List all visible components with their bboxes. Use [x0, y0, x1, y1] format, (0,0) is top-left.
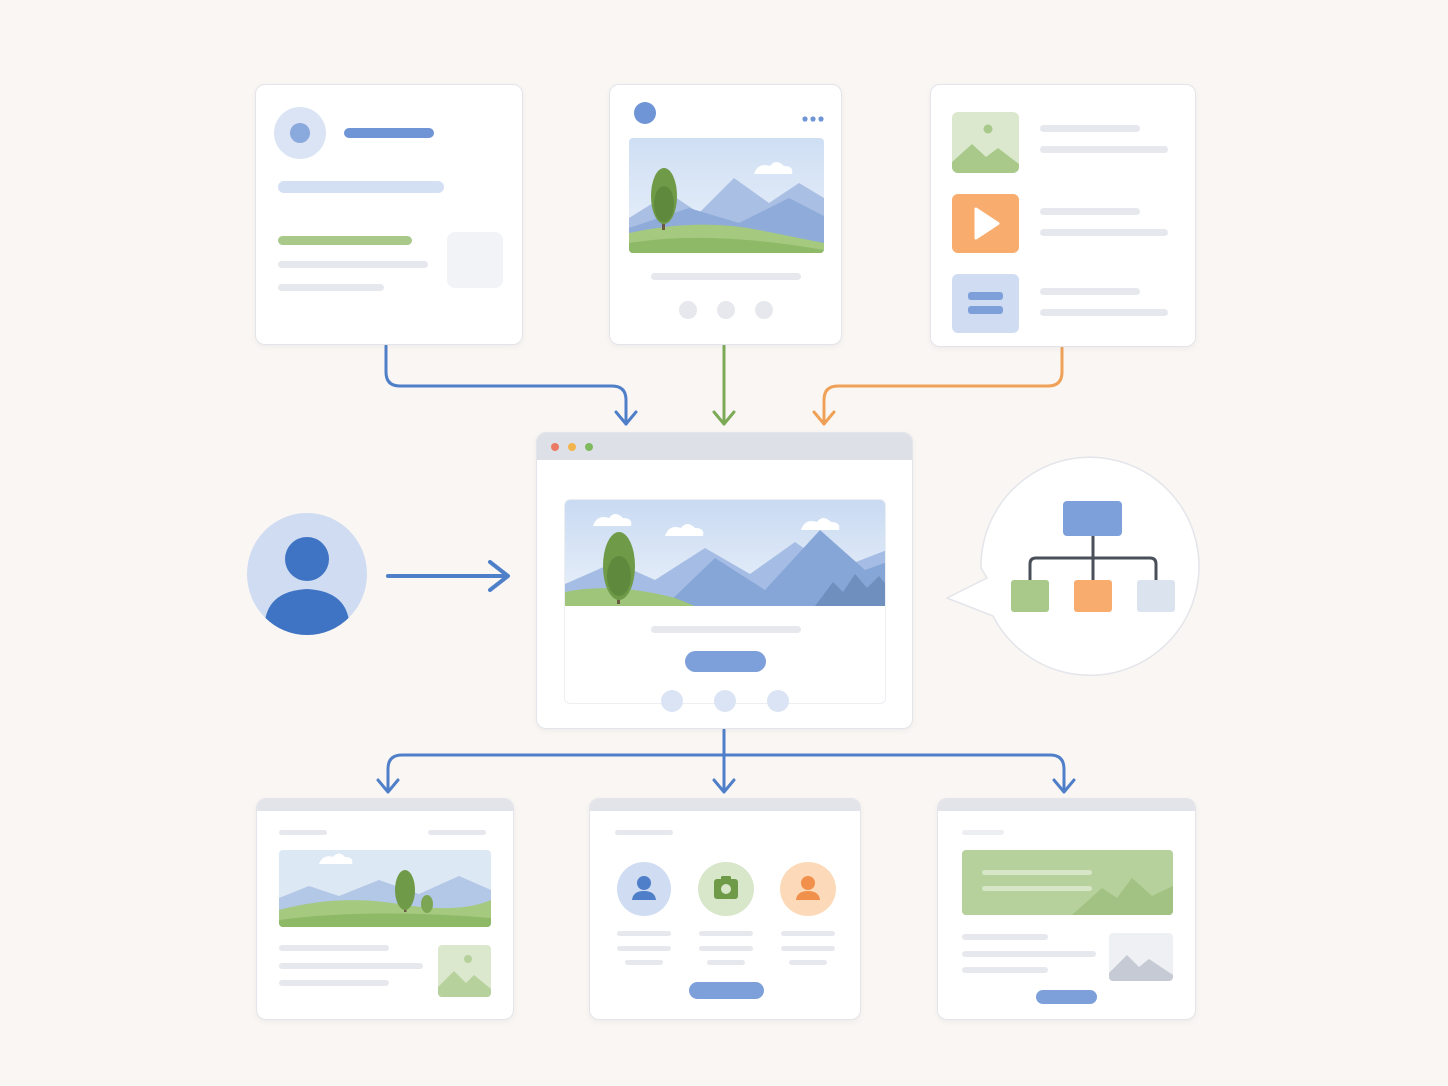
image-placeholder-icon [952, 112, 1019, 173]
arrowhead-right-to-center [812, 410, 836, 426]
arrowhead-middle-to-center [712, 410, 736, 426]
pagination-dot[interactable] [714, 690, 736, 712]
pagination-dot[interactable] [767, 690, 789, 712]
profile-text-line [699, 931, 753, 936]
carousel-dot[interactable] [755, 301, 773, 319]
user-avatar-icon [617, 862, 671, 916]
arrowhead-bottom-right [1052, 778, 1076, 794]
landing-cta-button[interactable] [1036, 990, 1097, 1004]
sitemap-bubble [945, 456, 1200, 678]
camera-icon [698, 862, 754, 916]
close-window-icon[interactable] [551, 443, 559, 451]
page-content-panel [564, 499, 886, 704]
avatar [274, 107, 326, 159]
nav-line [962, 830, 1004, 835]
image-placeholder-icon [1109, 933, 1173, 981]
arrowhead-bottom-middle [712, 778, 736, 794]
maximize-window-icon[interactable] [585, 443, 593, 451]
output-page-landing [937, 798, 1196, 1020]
image-placeholder-icon [438, 945, 491, 997]
profile-text-line [707, 960, 745, 965]
browser-title-bar [537, 433, 912, 460]
document-icon [952, 274, 1019, 333]
banner-panel [962, 850, 1173, 915]
media-list-card [930, 84, 1196, 347]
play-icon[interactable] [952, 194, 1019, 253]
caption-line [651, 273, 801, 280]
list-text-line [1040, 309, 1168, 316]
user-avatar-icon [780, 862, 836, 916]
subtitle-line [278, 181, 444, 193]
connector-right-to-center [822, 346, 1064, 426]
text-line [278, 284, 384, 291]
arrowhead-left-to-center [614, 410, 638, 426]
banner-text-line [982, 886, 1092, 891]
text-line [279, 945, 389, 951]
profile-text-line [781, 931, 835, 936]
nav-line [279, 830, 327, 835]
more-dots-icon[interactable] [802, 109, 824, 122]
text-line [962, 967, 1048, 973]
output-page-article [256, 798, 514, 1020]
text-line [279, 963, 423, 969]
browser-window [536, 432, 913, 729]
page-header-strip [590, 799, 860, 811]
list-text-line [1040, 146, 1168, 153]
connector-center-to-bottom [386, 728, 1066, 790]
page-header-strip [938, 799, 1195, 811]
list-text-line [1040, 125, 1140, 132]
hero-landscape-image [565, 500, 885, 606]
profile-text-line [789, 960, 827, 965]
landscape-image [279, 850, 491, 927]
banner-text-line [982, 870, 1092, 875]
profile-text-line [781, 946, 835, 951]
connector-left-to-center [384, 344, 628, 426]
profile-cta-button[interactable] [689, 982, 764, 999]
sitemap-hierarchy-icon [1010, 500, 1176, 614]
avatar [634, 102, 656, 124]
profile-content-card [255, 84, 523, 345]
profile-text-line [625, 960, 663, 965]
hero-text-line [651, 626, 801, 633]
page-header-strip [257, 799, 513, 811]
pagination-dot[interactable] [661, 690, 683, 712]
nav-line [615, 830, 673, 835]
profile-text-line [617, 931, 671, 936]
text-line [962, 934, 1048, 940]
hero-cta-button[interactable] [685, 651, 766, 672]
profile-text-line [617, 946, 671, 951]
text-line [962, 951, 1096, 957]
text-line [278, 261, 428, 268]
title-line [344, 128, 434, 138]
avatar-inner-icon [290, 123, 310, 143]
carousel-dot[interactable] [717, 301, 735, 319]
output-page-profiles [589, 798, 861, 1020]
arrowhead-bottom-left [376, 778, 400, 794]
tag-line [278, 236, 412, 245]
thumbnail-placeholder [447, 232, 503, 288]
user-avatar-icon [247, 513, 367, 635]
carousel-dot[interactable] [679, 301, 697, 319]
list-text-line [1040, 208, 1140, 215]
arrowhead-user-to-center [488, 560, 510, 592]
list-text-line [1040, 288, 1140, 295]
nav-line [428, 830, 486, 835]
list-text-line [1040, 229, 1168, 236]
minimize-window-icon[interactable] [568, 443, 576, 451]
landscape-image [629, 138, 824, 253]
media-post-card [609, 84, 842, 345]
text-line [279, 980, 389, 986]
profile-text-line [699, 946, 753, 951]
